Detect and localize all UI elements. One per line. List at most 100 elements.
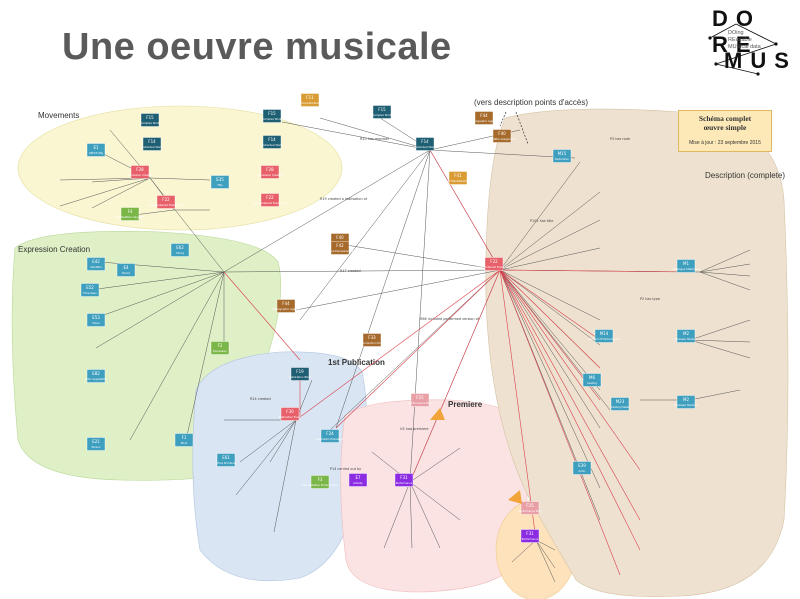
node-code: E62 <box>176 245 184 250</box>
edge-label-created: R17 created <box>340 269 361 273</box>
logo-tagline-2: REusable <box>728 37 752 43</box>
node-box <box>448 171 468 185</box>
edge-label-realised: R19 created a realisation of <box>320 197 368 201</box>
node-box <box>80 283 100 297</box>
node-subtitle: Publication Event <box>279 415 302 419</box>
node-code: F4 <box>128 209 133 214</box>
schema-date: Mise à jour : 23 septembre 2015 <box>689 140 761 146</box>
logo-network-icon <box>708 23 778 76</box>
node-box <box>86 313 106 327</box>
node-subtitle: Identifier <box>90 265 103 269</box>
region-label-premiere: Premiere <box>448 400 483 409</box>
region-label-movements: Movements <box>38 111 79 120</box>
node-code: F28 <box>136 167 144 172</box>
node-code: F14 <box>268 137 276 142</box>
node-box <box>262 135 282 149</box>
node-box <box>474 111 494 125</box>
node-box <box>140 113 160 127</box>
node-code: F15 <box>268 111 276 116</box>
node-code: F11 <box>306 95 314 100</box>
node-box <box>552 149 572 163</box>
node-code: F31 <box>400 475 408 480</box>
node-box <box>676 395 696 409</box>
node-subtitle: Individual Work <box>142 145 163 149</box>
node-code: F24 <box>326 431 334 436</box>
node-code: E53 <box>92 315 100 320</box>
edge-label-performed: R66 included performed version of <box>420 317 480 321</box>
node-subtitle: Complex Work <box>373 113 392 117</box>
node-box <box>156 195 176 209</box>
node-code: F33 <box>368 335 376 340</box>
region-label-publication: 1st Publication <box>328 358 385 367</box>
node-code: F3 <box>318 477 323 482</box>
node-box <box>415 137 435 151</box>
node-code: E21 <box>92 439 100 444</box>
node-box <box>116 263 136 277</box>
node-code: F15 <box>378 107 386 112</box>
node-subtitle: Performance <box>396 481 413 485</box>
node-code: F42 <box>336 243 344 248</box>
node-code: E35 <box>216 177 224 182</box>
node-subtitle: Complex Work <box>141 121 160 125</box>
node-box <box>610 397 630 411</box>
node-subtitle: Publication Expression <box>315 437 344 441</box>
node-code: M2 <box>683 397 689 402</box>
node-code: F22 <box>490 259 498 264</box>
node-box <box>290 367 310 381</box>
node-box <box>280 407 300 421</box>
node-subtitle: Self-Contained Expression <box>477 265 511 269</box>
edge-label-composed: R10 has member <box>360 137 390 141</box>
node-subtitle: Actor Appellation <box>85 377 108 381</box>
edge-label-title: P102 has title <box>530 219 553 223</box>
node-code: M15 <box>558 151 567 156</box>
node-subtitle: Performance <box>522 537 539 541</box>
musical-work-diagram: Movements Expression Creation 1st Public… <box>11 93 789 599</box>
node-code: M1 <box>683 261 689 266</box>
node-subtitle: Individual Work <box>415 145 436 149</box>
node-subtitle: Actor <box>579 469 587 473</box>
node-subtitle: Publication Work <box>289 375 311 379</box>
node-subtitle: Corporate Body <box>300 101 321 105</box>
node-code: F14 <box>148 139 156 144</box>
region-label-expression: Expression Creation <box>18 245 90 254</box>
region-label-description: Description (complete) <box>705 171 785 180</box>
node-box <box>210 175 230 189</box>
node-subtitle: Casting <box>587 381 597 385</box>
page-title: Une oeuvre musicale <box>62 26 452 68</box>
node-box <box>170 243 190 257</box>
node-box <box>492 129 512 143</box>
node-box <box>676 259 696 273</box>
node-box <box>410 393 430 407</box>
node-code: F25 <box>526 503 534 508</box>
node-box <box>520 501 540 515</box>
schema-title-line1: Schéma complet <box>698 114 752 123</box>
edge-label-type: P2 has type <box>640 297 660 301</box>
node-subtitle: Foreseen Medium <box>675 337 698 341</box>
node-code: F28 <box>266 167 274 172</box>
node-subtitle: Title <box>217 183 223 187</box>
node-box <box>372 105 392 119</box>
